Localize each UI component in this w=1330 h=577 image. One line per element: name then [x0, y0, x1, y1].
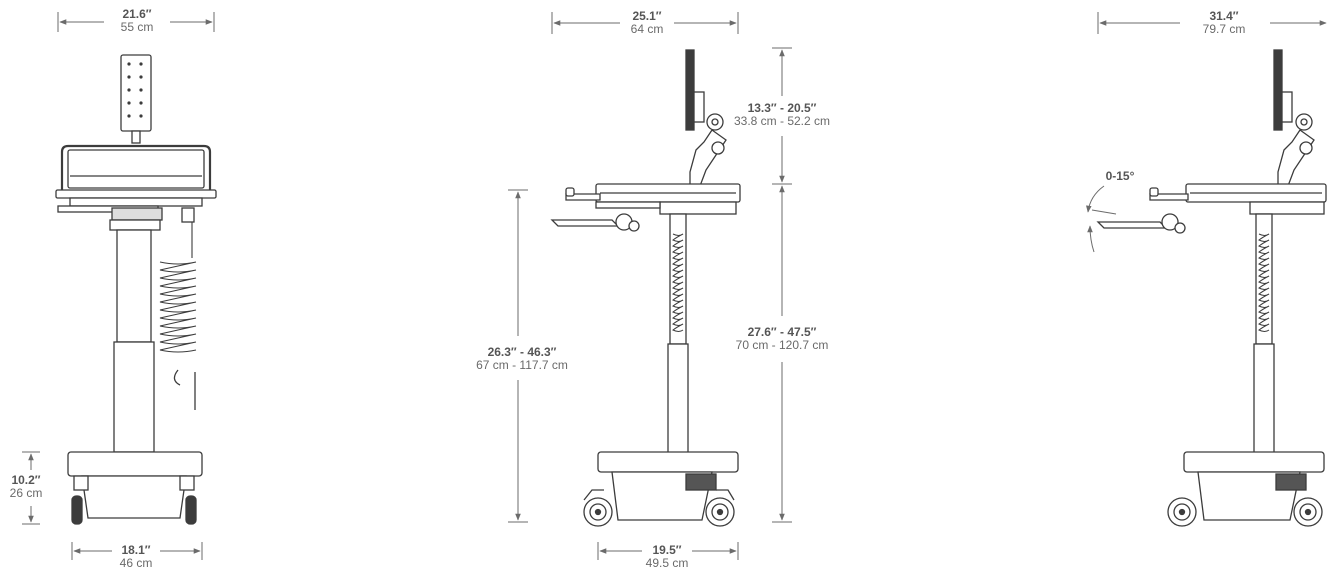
- side-base: [597, 451, 739, 473]
- side-top-width-cm: 64 cm: [630, 22, 664, 36]
- extended-column: [1253, 343, 1275, 455]
- side-keyboard-tray: [550, 219, 620, 227]
- side-base-depth-cm: 49.5 cm: [645, 556, 689, 570]
- front-base-width-cm: 46 cm: [119, 556, 153, 570]
- side-top-width-in: 25.1″: [632, 9, 662, 23]
- side-monitor-range-in: 13.3″ - 20.5″: [747, 101, 817, 115]
- side-base-depth-in: 19.5″: [652, 543, 682, 557]
- side-keyboard-height-cm: 67 cm - 117.7 cm: [476, 358, 568, 372]
- side-view-cart: [550, 49, 741, 527]
- front-view-cart: [55, 54, 217, 525]
- side-monitor-range-label: 13.3″ - 20.5″ 33.8 cm - 52.2 cm: [724, 102, 840, 128]
- side-monitor: [685, 49, 695, 131]
- side-dimension-lines: [508, 12, 792, 560]
- extended-dimension-lines: [1086, 12, 1327, 253]
- side-keyboard-height-label: 26.3″ - 46.3″ 67 cm - 117.7 cm: [476, 346, 568, 372]
- front-dimension-lines: [22, 12, 215, 560]
- side-base-depth-label: 19.5″ 49.5 cm: [640, 544, 694, 570]
- extended-top-width-cm: 79.7 cm: [1202, 22, 1246, 36]
- extended-tilt-value: 0-15°: [1105, 169, 1135, 183]
- monitor-buttons: [127, 62, 143, 118]
- front-base-height-label: 10.2″ 26 cm: [2, 474, 50, 500]
- side-monitor-range-cm: 33.8 cm - 52.2 cm: [733, 114, 831, 128]
- side-worksurface-height-label: 27.6″ - 47.5″ 70 cm - 120.7 cm: [726, 326, 838, 352]
- side-column: [667, 343, 689, 455]
- front-base-height-in: 10.2″: [11, 473, 41, 487]
- extended-keyboard-tray: [1096, 221, 1168, 229]
- front-base: [67, 451, 203, 477]
- coiled-cord: [159, 222, 197, 353]
- extended-top-width-in: 31.4″: [1209, 9, 1239, 23]
- front-base-height-cm: 26 cm: [9, 486, 43, 500]
- side-worksurface-height-in: 27.6″ - 47.5″: [747, 325, 817, 339]
- side-monitor-arm: [689, 129, 727, 187]
- front-column: [116, 229, 152, 343]
- front-base-width-label: 18.1″ 46 cm: [108, 544, 164, 570]
- extended-view-cart: [1096, 49, 1327, 527]
- front-top-width-in: 21.6″: [122, 7, 152, 21]
- side-top-width-label: 25.1″ 64 cm: [620, 10, 674, 36]
- extended-tilt-label: 0-15°: [1098, 170, 1142, 183]
- side-worksurface-height-cm: 70 cm - 120.7 cm: [735, 338, 829, 352]
- front-base-width-in: 18.1″: [121, 543, 151, 557]
- front-worksurface: [55, 189, 217, 199]
- extended-top-width-label: 31.4″ 79.7 cm: [1186, 10, 1262, 36]
- extended-base: [1183, 451, 1325, 473]
- extended-monitor: [1273, 49, 1283, 131]
- front-top-width-label: 21.6″ 55 cm: [104, 8, 170, 34]
- front-monitor: [120, 54, 152, 132]
- front-top-width-cm: 55 cm: [120, 20, 154, 34]
- side-keyboard-height-in: 26.3″ - 46.3″: [487, 345, 557, 359]
